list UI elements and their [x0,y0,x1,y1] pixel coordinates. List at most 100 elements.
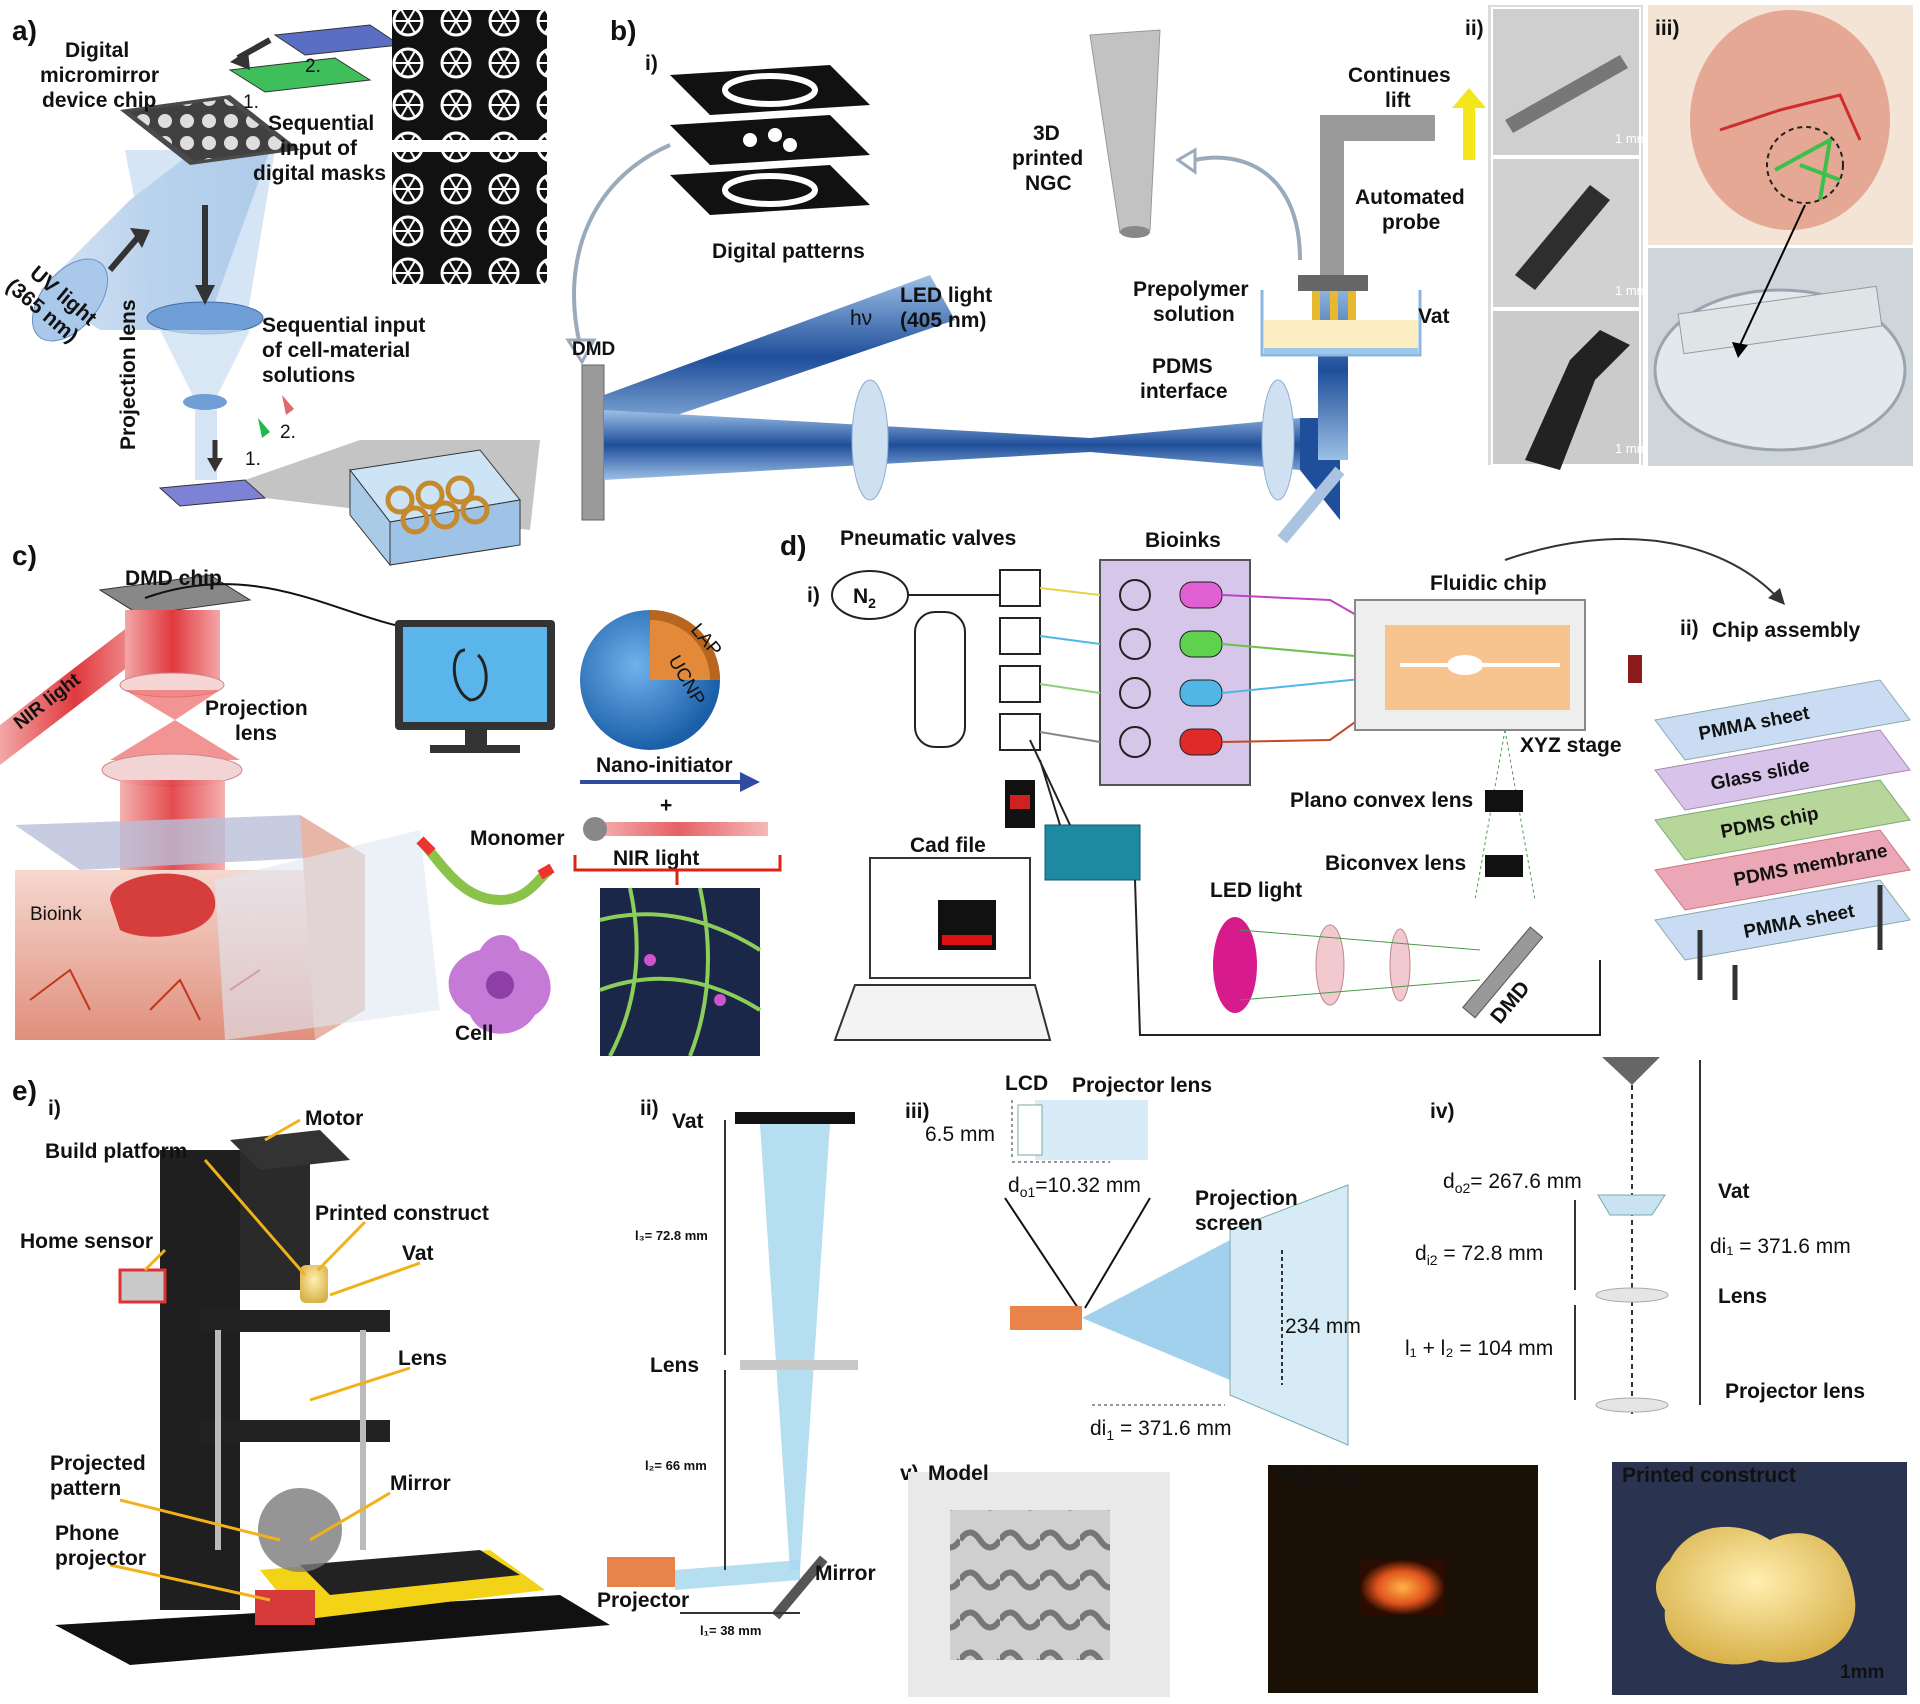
lift-arrow-shaft [1463,105,1475,160]
ii-l2-label: l₂= 66 mm [645,1458,707,1473]
dmd-label: Digital micromirror device chip [40,39,165,112]
c-zoom-wedge [215,830,440,1040]
ear-icon [452,648,488,702]
iv-projector-lens-label: Projector lens [1725,1380,1865,1403]
pneumatic-valve-array [999,569,1041,751]
c-focus-cone-1 [125,690,220,720]
hydrogel-fibers [599,887,762,1057]
iii-zoom-lines [1004,1197,1151,1309]
ii-l3-label: l₃= 72.8 mm [635,1228,708,1243]
iv-projector-lens [1595,1397,1669,1413]
ii-mirror-label: Mirror [815,1562,876,1585]
prepolymer-label: Prepolymer solution [1133,278,1254,326]
hydrogel-cell-1 [644,954,656,966]
plus-sign: + [660,794,672,817]
monomer-end-2 [537,863,555,880]
hv-label: hν [850,307,872,330]
mask-1-green [228,57,372,93]
d-lens-a [1315,924,1345,1006]
collected-output [1628,655,1642,683]
d-optical-path [1474,729,1536,901]
panel-b-i: i) [645,52,658,75]
prepolymer-fill [1264,320,1418,353]
home-sensor-label: Home sensor [20,1230,153,1253]
e-vat-label: Vat [402,1242,434,1265]
panel-e-letter: e) [12,1075,37,1106]
dmd-micromirrors [130,99,290,161]
scale-bar-2: 1 mm [1615,283,1648,298]
chip-to-assembly-arrow-head [1768,588,1785,605]
solution-number-2: 2. [280,422,296,443]
panel-d-ii: ii) [1680,617,1699,640]
monomer-end-1 [416,836,436,856]
down-arrow-2-head [207,458,223,472]
monomer-chain [416,836,553,906]
ucnp-core-section [650,610,720,680]
printing-glow [1360,1560,1445,1615]
panel-a: a) 1. 2. [2,10,547,567]
solution-tube-1 [258,418,270,438]
vat-to-ngc-arrow [1194,155,1302,261]
sample-slide [158,479,267,507]
panel-c-letter: c) [12,540,37,571]
ii-horizontal-light [675,1560,800,1590]
iv-vat-label: Vat [1718,1180,1750,1203]
monitor-screen [403,627,547,722]
nir-bracket [573,855,782,885]
c-focus-cone-2 [110,720,240,760]
ii-lens-bar [740,1360,858,1370]
panel-e-i: i) [48,1097,61,1120]
ngc-photo-1-tube [1505,55,1628,133]
pneumatic-valves-label: Pneumatic valves [840,527,1016,550]
iv-di2-label: di2 = 72.8 mm [1415,1242,1543,1268]
bioinks-label: Bioinks [1145,529,1221,552]
solution-number-1: 1. [245,449,261,470]
panel-d-i: i) [807,584,820,607]
b-mirror [1277,466,1345,544]
panel-b-letter: b) [610,15,636,46]
probe-head [1298,275,1368,291]
panel-b-iii: iii) [1655,17,1680,40]
d-wiring [1029,739,1601,1036]
projection-lens-1 [146,301,264,335]
mask-2-blue [273,24,402,56]
vat-to-ngc-arrow-head [1175,147,1197,175]
iii-6-5mm-label: 6.5 mm [925,1123,995,1146]
chip-to-assembly-arrow [1504,538,1776,596]
arduino-board [1044,824,1141,881]
cell-nucleus [486,971,514,999]
panel-c: c) DMD chip NIR light Projection lens Bi… [0,540,782,1057]
lap-shell [649,610,720,681]
monitor-stand [465,730,487,748]
ngc-label: 3D printed NGC [1012,122,1089,195]
cell-label: Cell [455,1022,494,1045]
panel-e-iv: iv) [1430,1100,1455,1123]
facial-nerve [1774,136,1841,201]
build-platform-label: Build platform [45,1140,187,1163]
bioinks-box [1099,559,1251,786]
cad-file-label: Cad file [910,834,986,857]
nir-beam-small [588,822,768,836]
ii-light-path [760,1124,830,1570]
printed-construct-blob [1655,1526,1856,1665]
iv-di1-label: di₁ = 371.6 mm [1710,1235,1851,1258]
fluidic-chamber [1447,655,1483,675]
up-arrow [107,233,143,272]
biconvex-lens [1485,855,1523,877]
led-beam-incoming [604,275,955,440]
phone-projector-label: Phone projector [55,1522,146,1570]
iv-vat-lens [1597,1194,1666,1216]
mask-number-1: 1. [243,92,259,113]
panel-b-ii: ii) [1465,17,1484,40]
panel-a-letter: a) [12,15,37,46]
nano-arrow-head [740,772,760,792]
lift-arrow-head [1452,88,1486,108]
model-label: Model [928,1462,989,1485]
cad-preview-bar [942,935,992,945]
pattern-to-dmd-arrow [572,143,671,346]
ngc-tube-end [1120,226,1150,238]
solution-tube-2 [282,395,294,415]
iii-234mm-label: 234 mm [1285,1315,1361,1338]
iii-projector-body [1035,1100,1148,1160]
